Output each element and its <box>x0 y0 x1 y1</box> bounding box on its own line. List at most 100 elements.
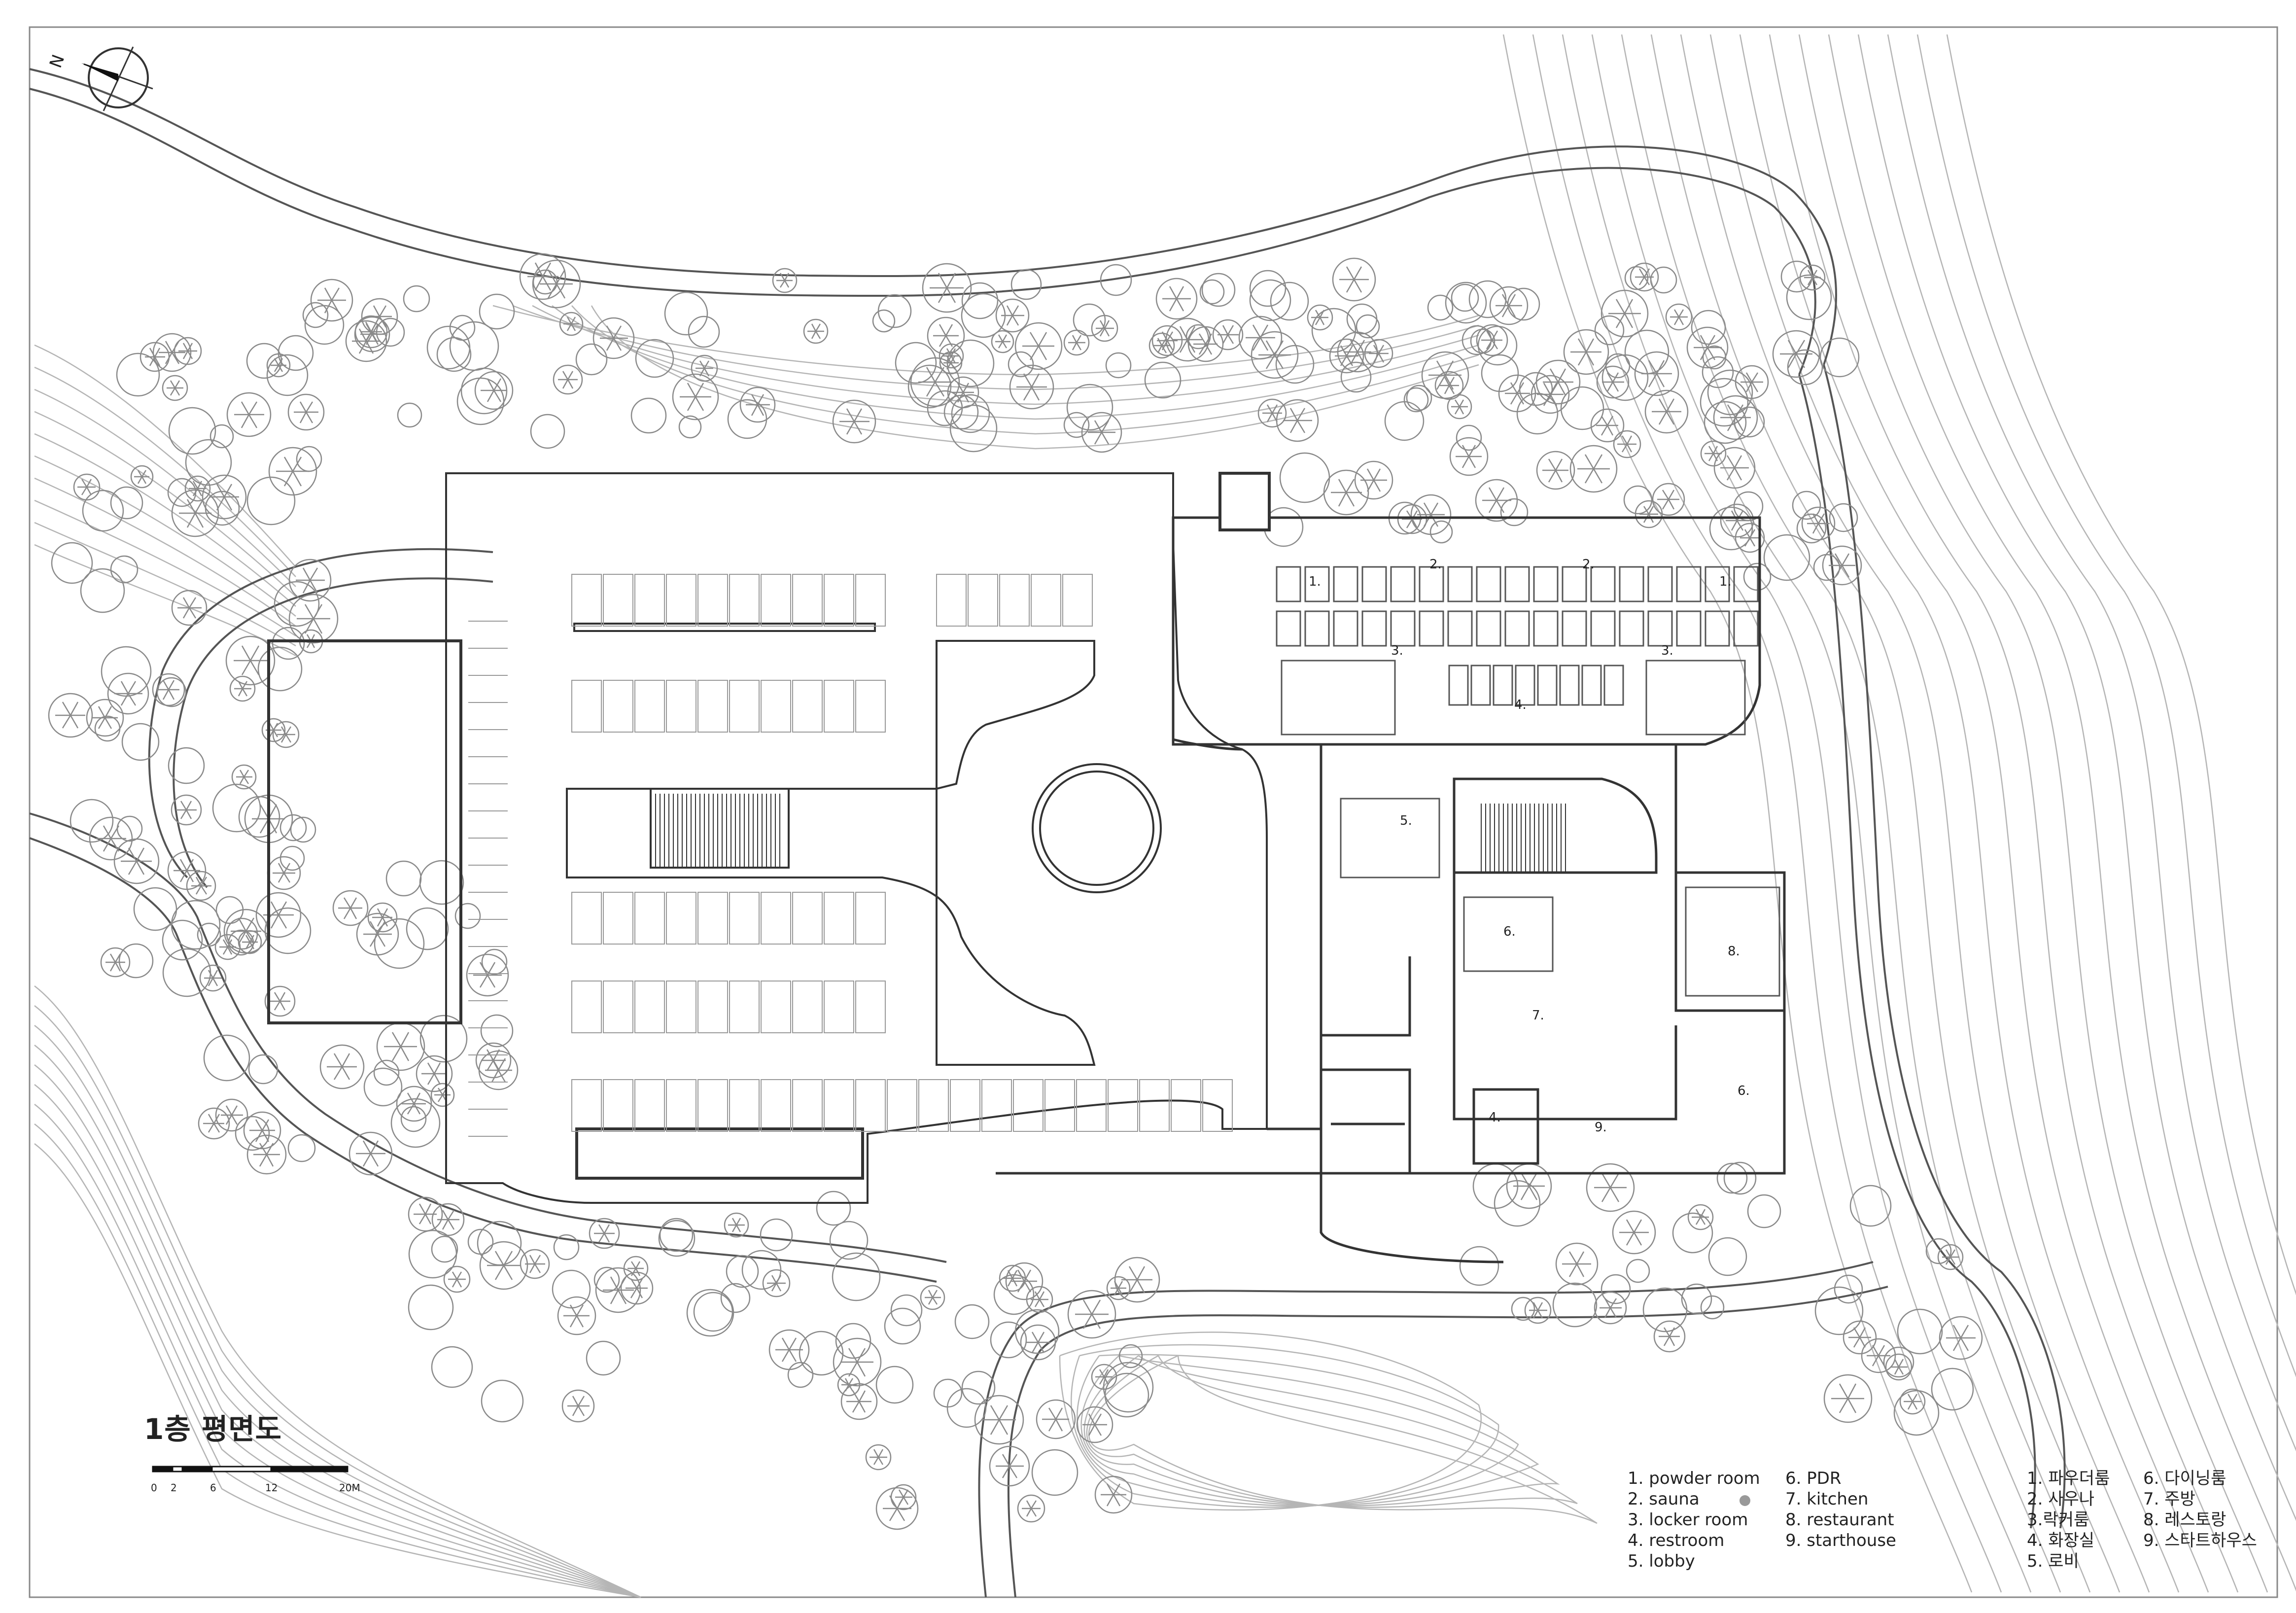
tree-branch <box>542 276 552 291</box>
tree-icon <box>1489 286 1529 325</box>
tree-icon <box>1600 1274 1631 1304</box>
tree-branch <box>185 809 192 819</box>
tree-canopy <box>1118 1344 1143 1368</box>
tree-icon <box>1270 281 1309 321</box>
tree-branch <box>1468 445 1476 457</box>
tree-branch <box>1094 420 1103 433</box>
tree-branch <box>1011 305 1019 316</box>
parking-stall <box>824 892 854 945</box>
tree-canopy <box>1590 408 1625 443</box>
tree-canopy <box>89 816 133 861</box>
room-partition <box>1281 660 1396 736</box>
tree-branch <box>62 715 71 729</box>
tree-canopy <box>1763 534 1810 581</box>
tree-branch <box>1600 425 1608 436</box>
tree-branch <box>1444 360 1454 376</box>
tree-canopy <box>479 1241 528 1290</box>
tree-branch <box>299 412 307 423</box>
tree-canopy <box>1005 1262 1044 1300</box>
tree-branch <box>1626 444 1633 453</box>
tree-icon <box>171 489 219 537</box>
tree-branch <box>333 1066 343 1080</box>
tree-branch <box>853 408 863 422</box>
room-partition <box>1645 660 1746 736</box>
tree-canopy <box>1524 1297 1552 1324</box>
tree-canopy <box>787 1362 814 1388</box>
tree-icon <box>416 1055 453 1092</box>
tree-branch <box>1501 294 1510 306</box>
tree-branch <box>278 873 285 883</box>
sauna-booth <box>1419 566 1444 602</box>
tree-branch <box>534 1263 541 1273</box>
legend-item: 6. 다이닝룸 <box>2143 1469 2226 1488</box>
tree-canopy <box>1772 330 1820 378</box>
tree-canopy <box>760 1218 793 1252</box>
tree-icon <box>403 285 430 313</box>
tree-icon <box>837 1373 861 1397</box>
tree-canopy <box>1600 1274 1631 1304</box>
tree-icon <box>961 293 1006 338</box>
tree-icon <box>209 424 234 449</box>
tree-branch <box>946 287 956 303</box>
tree-icon <box>1772 330 1820 378</box>
legend-item: 5. lobby <box>1628 1551 1695 1571</box>
tree-canopy <box>186 871 216 901</box>
tree-canopy <box>1364 339 1393 368</box>
tree-branch <box>283 456 294 472</box>
tree-branch <box>1609 1307 1617 1318</box>
tree-branch <box>213 1114 220 1124</box>
tree-canopy <box>1323 469 1369 516</box>
tree-canopy <box>1014 1309 1060 1354</box>
tree-branch <box>302 580 311 594</box>
tree-branch <box>279 992 286 1002</box>
tree-canopy <box>530 414 565 449</box>
tree-canopy <box>1091 1364 1117 1390</box>
tree-icon <box>833 1337 882 1387</box>
tree-branch <box>1338 479 1347 493</box>
tree-branch <box>373 305 381 317</box>
tree-icon <box>1445 281 1487 324</box>
parking-stall <box>603 680 633 733</box>
tree-branch <box>630 1288 638 1298</box>
tree-branch <box>442 1219 449 1230</box>
tree-canopy <box>1476 324 1508 356</box>
tree-branch <box>493 378 502 391</box>
tree-canopy <box>80 568 125 613</box>
tree-branch <box>1668 490 1675 500</box>
tree-branch <box>270 901 279 915</box>
tree-canopy <box>443 1265 471 1293</box>
parking-stall <box>729 892 760 945</box>
tree-branch <box>391 1032 402 1047</box>
legend-item: 9. starthouse <box>1785 1531 1896 1550</box>
tree-branch <box>1673 309 1680 317</box>
tree-branch <box>1706 335 1716 348</box>
tree-icon <box>1702 356 1734 388</box>
tree-icon <box>1555 1242 1599 1286</box>
tree-branch <box>1082 1299 1093 1315</box>
parking-stall <box>968 574 998 627</box>
tree-icon <box>198 1107 230 1140</box>
tree-branch <box>1430 502 1439 515</box>
tree-branch <box>1700 1217 1706 1225</box>
tree-canopy <box>1201 273 1236 307</box>
tree-branch <box>1461 445 1470 457</box>
tree-icon <box>1897 1308 1943 1355</box>
tree-icon <box>1103 1362 1154 1413</box>
tree-branch <box>1029 346 1040 360</box>
tree-branch <box>1549 368 1559 383</box>
tree-icon <box>121 723 160 761</box>
tree-icon <box>279 814 307 842</box>
contour-line <box>34 1045 641 1598</box>
tree-branch <box>447 1210 455 1220</box>
tree-branch <box>1585 338 1595 352</box>
tree-branch <box>1099 328 1106 337</box>
tree-branch <box>104 717 112 729</box>
tree-icon <box>174 337 202 365</box>
tree-canopy <box>1279 452 1330 503</box>
tree-branch <box>570 323 576 331</box>
tree-canopy <box>397 402 422 428</box>
tree-branch <box>950 362 956 370</box>
tree-icon <box>267 856 301 890</box>
tree-canopy <box>1410 494 1452 535</box>
tree-branch <box>200 877 208 886</box>
